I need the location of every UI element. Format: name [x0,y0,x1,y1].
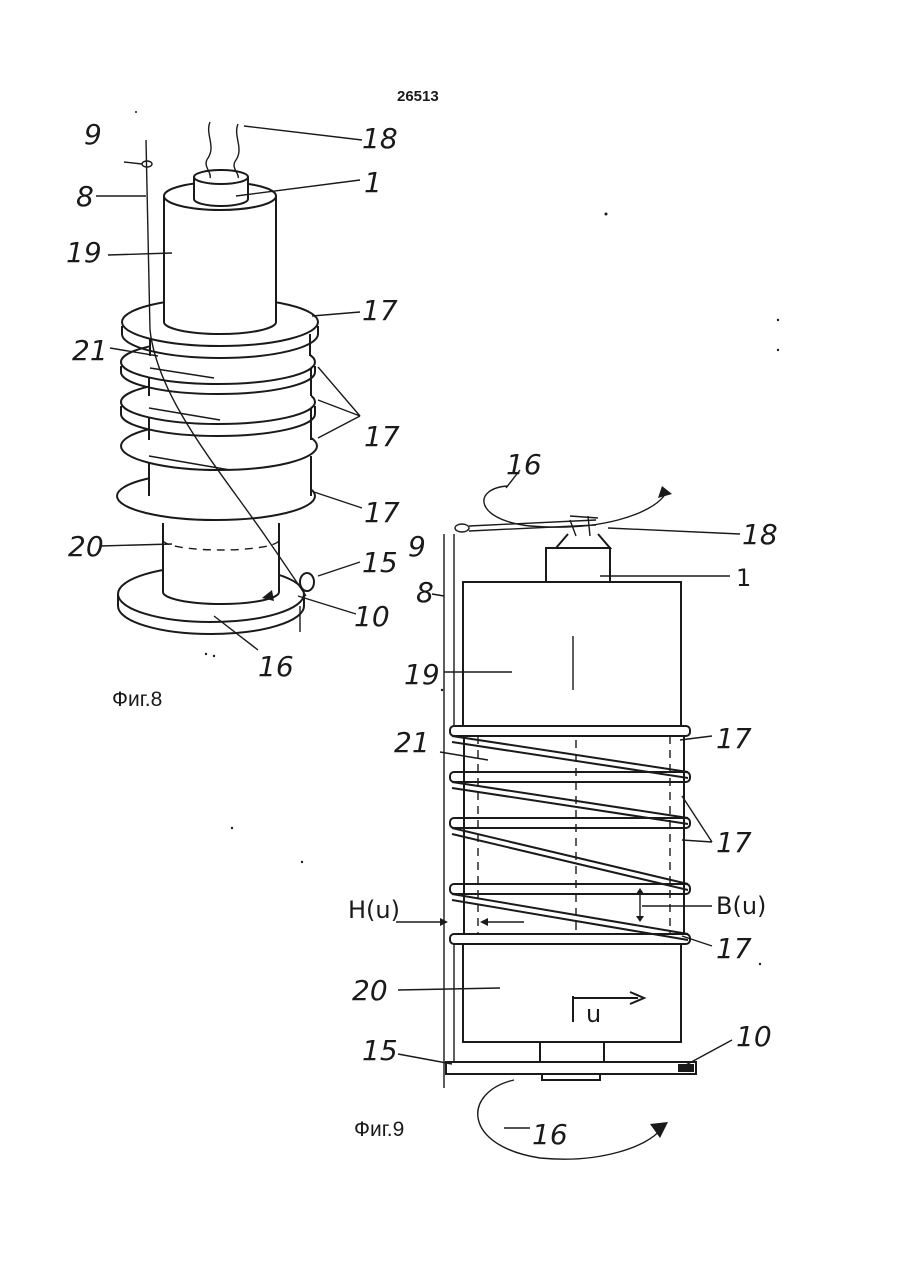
fig8-lower-cylinder [163,523,279,604]
fig8-label-17-mid: 17 [364,420,400,453]
fig9-label-16-top: 16 [506,448,542,481]
fig9-motor-neck [556,534,610,548]
fig9-base-plate [446,1062,696,1074]
fig9-label-20: 20 [352,974,388,1007]
fig9-hub [540,1042,604,1062]
fig8-helix-discs [117,298,318,520]
fig9-label-9: 9 [408,530,426,563]
fig9-upper-cylinder [463,582,681,730]
fig8-label-9: 9 [84,118,102,151]
fig8-caption: Фиг.8 [112,688,162,711]
figure-8: 9 8 19 21 20 18 1 17 17 17 15 10 16 Фиг.… [66,118,400,711]
fig9-caption: Фиг.9 [354,1118,404,1141]
fig8-label-8: 8 [76,180,94,213]
fig8-label-19: 19 [66,236,102,269]
fig9-label-17-top: 17 [716,722,752,755]
fig9-label-h: H(u) [348,896,400,924]
page-number: 26513 [397,88,439,105]
fig9-label-u: u [586,1000,601,1028]
fig8-label-10: 10 [354,600,390,633]
fig9-label-16-bottom: 16 [532,1118,568,1151]
fig8-label-16: 16 [258,650,294,683]
fig8-wire-right [234,124,239,178]
fig9-bottom-arrow-head [650,1122,668,1138]
fig9-helix-section [450,726,690,944]
fig8-label-21: 21 [72,334,108,367]
fig9-lower-cylinder [463,944,681,1042]
fig9-wire-clamp [570,516,598,518]
fig9-label-8: 8 [416,576,434,609]
fig8-label-17-bottom: 17 [364,496,400,529]
fig8-upper-cylinder [164,182,276,334]
fig9-label-1: 1 [736,564,751,592]
fig9-hub-bottom [542,1074,600,1080]
fig9-label-17-mid: 17 [716,826,752,859]
fig9-motor [546,548,610,582]
fig9-label-18: 18 [742,518,778,551]
fig9-bottom-rotation-arc [478,1080,660,1159]
fig8-label-1: 1 [364,166,382,199]
fig8-label-18: 18 [362,122,398,155]
fig8-guide [300,573,314,591]
fig8-eyelet [124,161,152,167]
fig9-label-17-bottom: 17 [716,932,752,965]
fig8-label-17-top: 17 [362,294,398,327]
fig9-label-10: 10 [736,1020,772,1053]
fig9-label-21: 21 [394,726,430,759]
fig8-label-20: 20 [68,530,104,563]
fig9-label-15: 15 [362,1034,398,1067]
fig9-leader-18 [608,528,740,534]
fig9-label-19: 19 [404,658,440,691]
figure-9: 16 18 9 1 8 19 21 17 17 H(u) B(u) 17 20 … [348,448,778,1159]
fig9-label-b: B(u) [716,892,766,920]
fig9-top-arrow-head [658,486,672,498]
fig8-label-15: 15 [362,546,398,579]
